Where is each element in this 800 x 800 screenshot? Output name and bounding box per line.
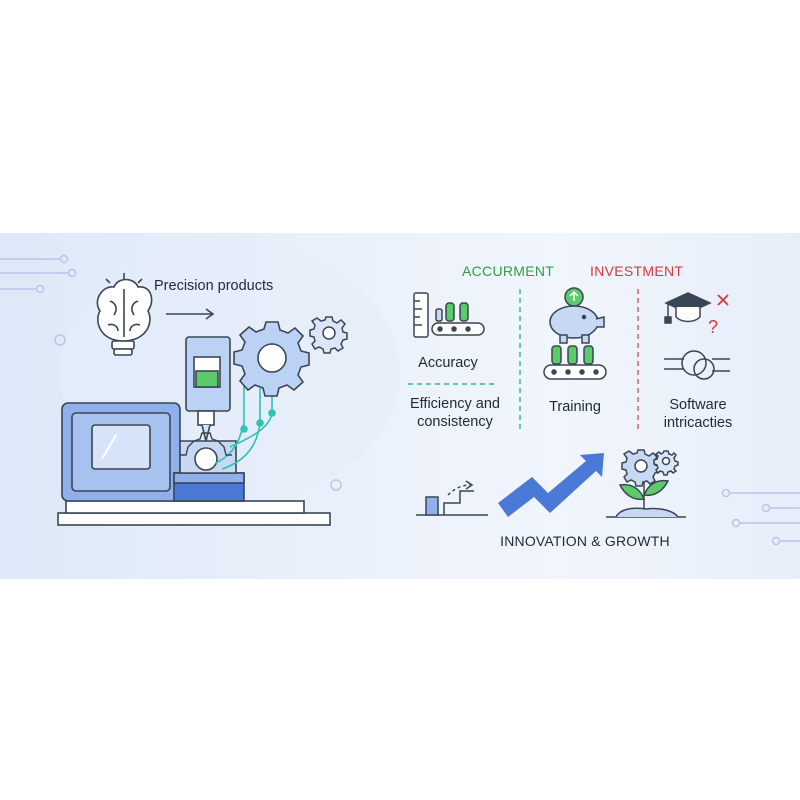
machine-gear-icon [180, 432, 232, 456]
conveyor-icon [431, 302, 485, 336]
precision-products-label: Precision products [154, 278, 274, 294]
graduation-cap-icon [664, 292, 712, 324]
ruler-icon [413, 292, 429, 338]
infographic-banner: ? [0, 233, 800, 579]
training-label: Training [549, 399, 601, 415]
wires-icon [215, 383, 276, 470]
training-conveyor-icon [543, 345, 607, 380]
growth-arrow-icon [498, 453, 604, 517]
piggy-bank-icon [549, 287, 605, 344]
efficiency-label: Efficiency and consistency [409, 396, 500, 431]
knot-icon [664, 350, 730, 380]
innovation-growth-label: INNOVATION & GROWTH [500, 533, 670, 549]
illustration: ? [0, 243, 800, 546]
accurment-header: ACCURMENT [462, 263, 555, 279]
investment-header: INVESTMENT [590, 263, 684, 279]
steps-icon [416, 480, 488, 516]
circuit-lines-right-icon [330, 479, 800, 546]
arrow-right-icon [166, 308, 215, 320]
software-label: Software intricacties [663, 397, 733, 432]
accuracy-label: Accuracy [418, 355, 478, 371]
question-mark-icon: ? [708, 317, 718, 337]
small-gear-icon [309, 316, 348, 354]
cnc-machine-icon [57, 336, 331, 526]
error-icon [717, 294, 729, 306]
circuit-lines-left-icon [0, 254, 77, 346]
brain-bulb-icon [96, 273, 153, 356]
plant-gear-icon [606, 449, 686, 518]
gear-icon [233, 321, 310, 397]
